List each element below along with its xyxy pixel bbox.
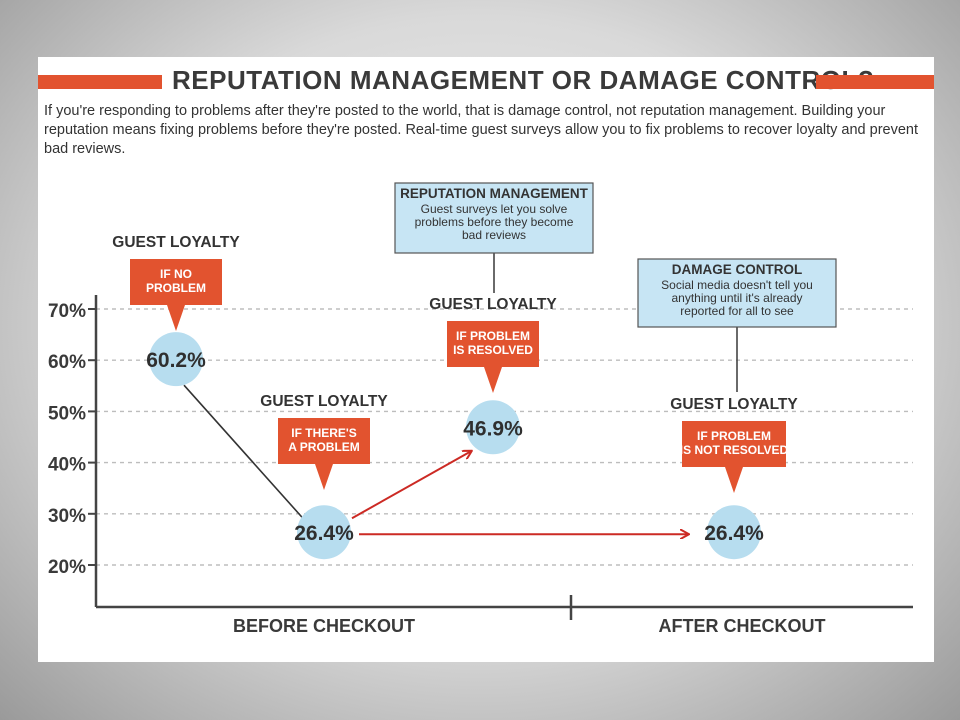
value-label: 26.4% xyxy=(704,522,764,545)
tag-text: IF PROBLEM xyxy=(456,329,530,343)
tag-box xyxy=(130,259,222,305)
value-label: 26.4% xyxy=(294,522,354,545)
infographic-panel: REPUTATION MANAGEMENT OR DAMAGE CONTROL?… xyxy=(38,57,934,662)
callout-box xyxy=(637,258,837,328)
callout-text: problems before they become xyxy=(415,215,574,229)
intro-text: If you're responding to problems after t… xyxy=(44,103,919,157)
tag-text: PROBLEM xyxy=(146,281,206,295)
line-drop xyxy=(183,384,303,518)
callout-box xyxy=(394,182,594,254)
title-bar-right xyxy=(816,75,934,89)
tag-pointer xyxy=(725,467,743,493)
tag-text: A PROBLEM xyxy=(288,440,360,454)
callout-text: reported for all to see xyxy=(680,304,794,318)
callout-title: DAMAGE CONTROL xyxy=(672,262,803,277)
value-bubble xyxy=(149,332,203,387)
tag-text: IF THERE'S xyxy=(291,426,357,440)
tag-text: IS NOT RESOLVED xyxy=(680,443,789,457)
value-bubble xyxy=(466,400,520,455)
tag-box xyxy=(447,321,539,367)
tag-pointer xyxy=(315,464,333,490)
guest-loyalty-header: GUEST LOYALTY xyxy=(429,296,557,313)
y-tick-label: 20% xyxy=(48,557,86,578)
category-label: AFTER CHECKOUT xyxy=(659,616,826,636)
tag-text: IF NO xyxy=(160,267,192,281)
guest-loyalty-header: GUEST LOYALTY xyxy=(260,393,388,410)
callout-title: REPUTATION MANAGEMENT xyxy=(400,186,588,201)
callout-text: Social media doesn't tell you xyxy=(661,278,813,292)
value-label: 60.2% xyxy=(146,349,206,372)
guest-loyalty-header: GUEST LOYALTY xyxy=(670,396,798,413)
page-title: REPUTATION MANAGEMENT OR DAMAGE CONTROL? xyxy=(172,65,875,95)
y-tick-label: 70% xyxy=(48,301,86,322)
loyalty-chart: 70% 60% 50% 40% 30% 20% BEFORE CHECKOUT AFTER C… xyxy=(48,182,913,636)
point-problem: GUEST LOYALTY IF THERE'SA PROBLEM 26.4% xyxy=(260,393,388,560)
tag-pointer xyxy=(484,367,502,393)
value-bubble xyxy=(707,505,761,560)
y-tick-label: 40% xyxy=(48,455,86,476)
tag-box xyxy=(682,421,786,467)
y-tick-label: 50% xyxy=(48,403,86,424)
value-label: 46.9% xyxy=(463,417,523,440)
tag-pointer xyxy=(167,305,185,331)
tag-text: IS RESOLVED xyxy=(453,343,533,357)
category-label: BEFORE CHECKOUT xyxy=(233,616,415,636)
callout-text: Guest surveys let you solve xyxy=(421,202,568,216)
callout-text: bad reviews xyxy=(462,228,526,242)
title-bar-left xyxy=(38,75,162,89)
guest-loyalty-header: GUEST LOYALTY xyxy=(112,234,240,251)
value-bubble xyxy=(297,505,351,560)
y-tick-label: 60% xyxy=(48,352,86,373)
y-tick-label: 30% xyxy=(48,506,86,527)
tag-text: IF PROBLEM xyxy=(697,429,771,443)
arrow-resolved xyxy=(351,451,471,520)
callout-text: anything until it's already xyxy=(671,291,802,305)
tag-box xyxy=(278,418,370,464)
